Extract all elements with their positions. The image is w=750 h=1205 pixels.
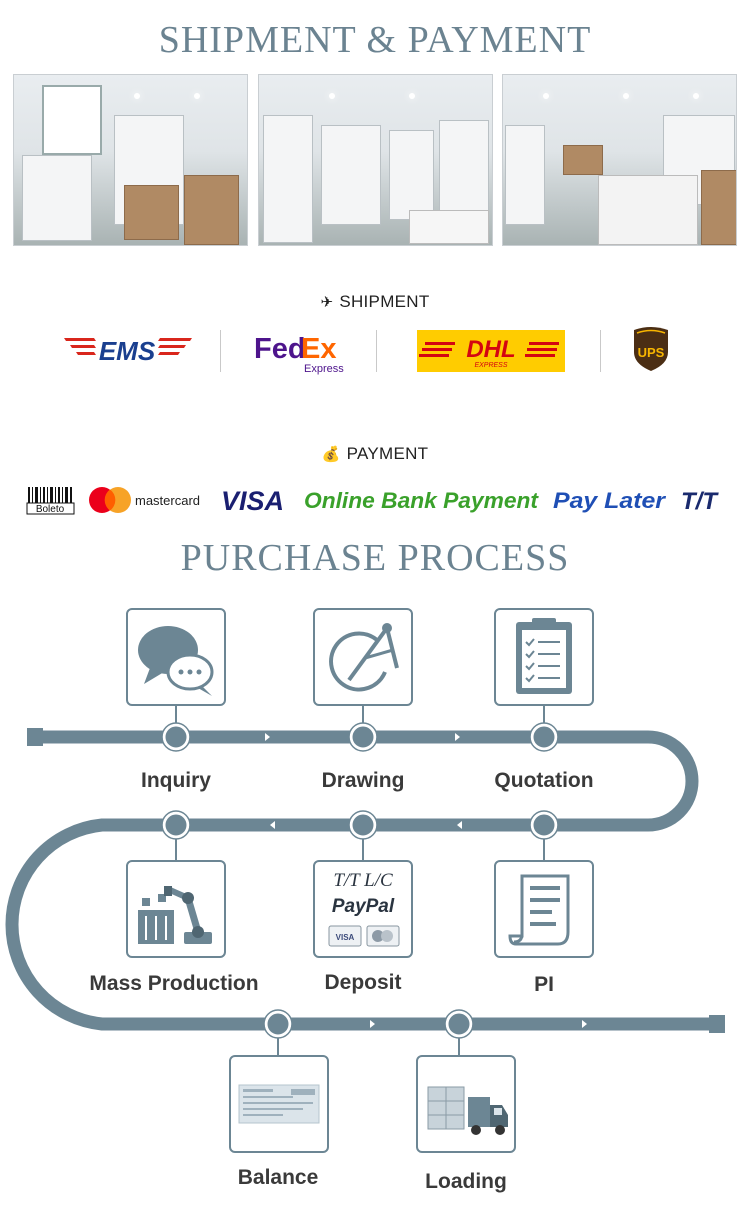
- bank-slip-icon: [238, 1084, 320, 1124]
- quotation-step-box: [494, 608, 594, 706]
- svg-text:Online Bank Payment: Online Bank Payment: [304, 488, 540, 513]
- balance-label: Balance: [237, 1166, 319, 1189]
- loading-step-box: [416, 1055, 516, 1153]
- visa-logo: VISA: [221, 484, 293, 516]
- drawing-step-box: [313, 608, 413, 706]
- truck-icon: [427, 1086, 508, 1135]
- carrier-divider: [600, 330, 601, 372]
- airplane-icon: ✈: [320, 294, 334, 311]
- shipment-label: ✈SHIPMENT: [320, 292, 430, 311]
- carrier-divider: [220, 330, 221, 372]
- inquiry-label: Inquiry: [140, 769, 211, 792]
- shipment-payment-heading: SHIPMENT & PAYMENT: [158, 19, 592, 61]
- pay-later-text: Pay Later: [553, 484, 669, 516]
- pi-step-box: [494, 860, 594, 958]
- svg-text:VISA: VISA: [336, 933, 355, 942]
- warehouse-photo-3: [502, 74, 737, 246]
- robot-arm-icon: [138, 886, 212, 944]
- svg-text:Pay Later: Pay Later: [553, 488, 667, 513]
- ems-logo: EMS: [64, 334, 194, 368]
- compass-icon: [329, 623, 399, 692]
- mass-production-step-box: [126, 860, 226, 958]
- svg-text:mastercard: mastercard: [135, 493, 200, 508]
- tt-text: T/T: [681, 484, 727, 516]
- purchase-process-heading: PURCHASE PROCESS: [180, 537, 570, 579]
- mass-production-label: Mass Production: [89, 972, 259, 995]
- clipboard-checklist-icon: [516, 618, 572, 694]
- svg-text:EXPRESS: EXPRESS: [474, 362, 507, 369]
- svg-text:PayPal: PayPal: [332, 896, 395, 917]
- carrier-divider: [376, 330, 377, 372]
- fedex-logo: Fed Ex Express: [254, 330, 354, 376]
- money-bag-icon: 💰: [321, 446, 341, 463]
- svg-text:Fed: Fed: [254, 333, 306, 365]
- svg-text:T/T: T/T: [681, 488, 719, 515]
- mastercard-logo: mastercard: [88, 484, 210, 516]
- warehouse-photo-2: [258, 74, 493, 246]
- balance-step-box: [229, 1055, 329, 1153]
- dhl-logo: DHL EXPRESS: [417, 330, 565, 372]
- boleto-logo: Boleto: [26, 484, 76, 516]
- warehouse-photo-1: [13, 74, 248, 246]
- document-icon: [508, 874, 570, 946]
- payment-label: 💰PAYMENT: [321, 444, 429, 463]
- quotation-label: Quotation: [494, 769, 594, 792]
- ups-logo: UPS: [632, 326, 670, 372]
- drawing-label: Drawing: [321, 769, 405, 792]
- pi-label: PI: [534, 973, 554, 996]
- svg-text:UPS: UPS: [638, 345, 665, 360]
- chat-bubbles-icon: [138, 626, 214, 696]
- payment-methods-icon: T/T L/C PayPal VISA: [328, 870, 400, 947]
- deposit-step-box: T/T L/C PayPal VISA: [313, 860, 413, 958]
- svg-text:VISA: VISA: [221, 486, 284, 515]
- deposit-label: Deposit: [324, 971, 402, 994]
- svg-text:DHL: DHL: [466, 336, 515, 363]
- online-bank-payment-text: Online Bank Payment: [304, 484, 544, 516]
- loading-label: Loading: [425, 1170, 507, 1193]
- svg-text:T/T L/C: T/T L/C: [333, 870, 393, 891]
- svg-text:Boleto: Boleto: [36, 504, 65, 515]
- svg-text:EMS: EMS: [99, 336, 156, 366]
- inquiry-step-box: [126, 608, 226, 706]
- svg-text:Express: Express: [304, 363, 344, 375]
- svg-text:Ex: Ex: [301, 333, 336, 365]
